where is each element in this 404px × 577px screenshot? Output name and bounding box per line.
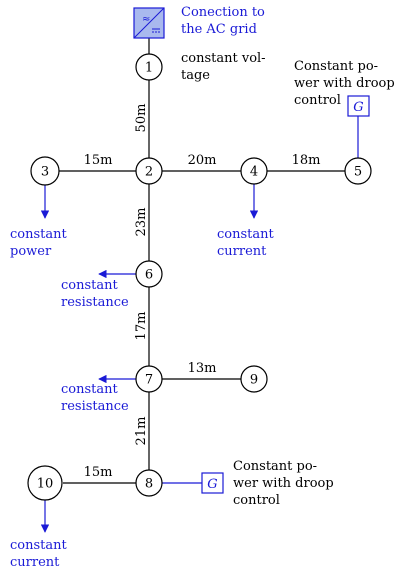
annotations: Conection to the AC grid constant vol- t… — [10, 5, 395, 570]
generator-letter-5: G — [353, 100, 363, 115]
node-6: 6 — [135, 260, 163, 288]
node6-annotation-line1: constant — [61, 278, 118, 293]
node-9: 9 — [240, 365, 268, 393]
node5-annotation-line3: control — [294, 93, 341, 108]
load-arrows — [40, 184, 259, 533]
node1-annotation-line2: tage — [181, 68, 210, 83]
ac-grid-converter: ≈ — [133, 7, 165, 39]
node-circle-4 — [240, 157, 268, 185]
node10-annotation-line2: current — [10, 555, 60, 570]
edge-label-2-6: 23m — [134, 208, 149, 237]
edge-label-2-4: 20m — [188, 153, 217, 168]
node-label-2: 2 — [145, 165, 153, 180]
node6-annotation-line2: resistance — [61, 295, 129, 310]
generator-letter-8: G — [207, 477, 217, 492]
node-4: 4 — [240, 157, 268, 185]
edge-label-10-8: 15m — [84, 465, 113, 480]
node4-annotation-line2: current — [217, 244, 267, 259]
generator-box-5 — [347, 95, 370, 117]
edge-label-1-2: 50m — [134, 104, 149, 133]
node-10: 10 — [27, 465, 63, 501]
node-circle-10 — [27, 465, 63, 501]
node-label-10: 10 — [37, 477, 54, 492]
grid-label-line2: the AC grid — [181, 22, 257, 37]
converter-diagonal — [133, 7, 165, 39]
node-label-9: 9 — [250, 373, 258, 388]
edge-label-7-9: 13m — [188, 361, 217, 376]
node-circle-7 — [135, 365, 163, 393]
grid-label-line1: Conection to — [181, 5, 265, 20]
edge-labels: 50m 15m 20m 18m 23m 17m 13m 21m 15m — [84, 104, 321, 480]
node-circle-8 — [135, 469, 163, 497]
edge-label-4-5: 18m — [292, 153, 321, 168]
node7-annotation-line1: constant — [61, 382, 118, 397]
generator-box-8 — [201, 472, 224, 494]
node-circle-1 — [135, 53, 163, 81]
edge-label-6-7: 17m — [134, 312, 149, 341]
node-2: 2 — [135, 157, 163, 185]
node-label-4: 4 — [250, 165, 258, 180]
node-1: 1 — [135, 53, 163, 81]
generator-8: G — [201, 472, 224, 494]
node-3: 3 — [30, 156, 60, 186]
node8-annotation-line1: Constant po- — [233, 459, 317, 474]
node-circle-2 — [135, 157, 163, 185]
node8-annotation-line3: control — [233, 493, 280, 508]
node-label-8: 8 — [145, 477, 153, 492]
node-label-1: 1 — [145, 61, 153, 76]
nodes: 1 2 3 4 5 6 7 8 — [27, 53, 372, 501]
node-7: 7 — [135, 365, 163, 393]
node7-annotation-line2: resistance — [61, 399, 129, 414]
node-5: 5 — [344, 157, 372, 185]
node5-annotation-line1: Constant po- — [294, 59, 378, 74]
node-8: 8 — [135, 469, 163, 497]
node5-annotation-line2: wer with droop — [294, 76, 395, 91]
node-circle-9 — [240, 365, 268, 393]
edge-label-7-8: 21m — [134, 417, 149, 446]
node-circle-5 — [344, 157, 372, 185]
node8-annotation-line2: wer with droop — [233, 476, 334, 491]
generator-5: G — [347, 95, 370, 117]
edges — [59, 38, 359, 484]
node-label-3: 3 — [41, 165, 49, 180]
node3-annotation-line2: power — [10, 244, 52, 259]
node10-annotation-line1: constant — [10, 538, 67, 553]
node-circle-3 — [30, 156, 60, 186]
node3-annotation-line1: constant — [10, 227, 67, 242]
node4-annotation-line1: constant — [217, 227, 274, 242]
converter-ac-symbol: ≈ — [142, 14, 150, 25]
node-label-7: 7 — [145, 373, 153, 388]
edge-label-3-2: 15m — [84, 153, 113, 168]
node-label-6: 6 — [145, 268, 153, 283]
node1-annotation-line1: constant vol- — [181, 51, 266, 66]
node-circle-6 — [135, 260, 163, 288]
node-label-5: 5 — [354, 165, 362, 180]
